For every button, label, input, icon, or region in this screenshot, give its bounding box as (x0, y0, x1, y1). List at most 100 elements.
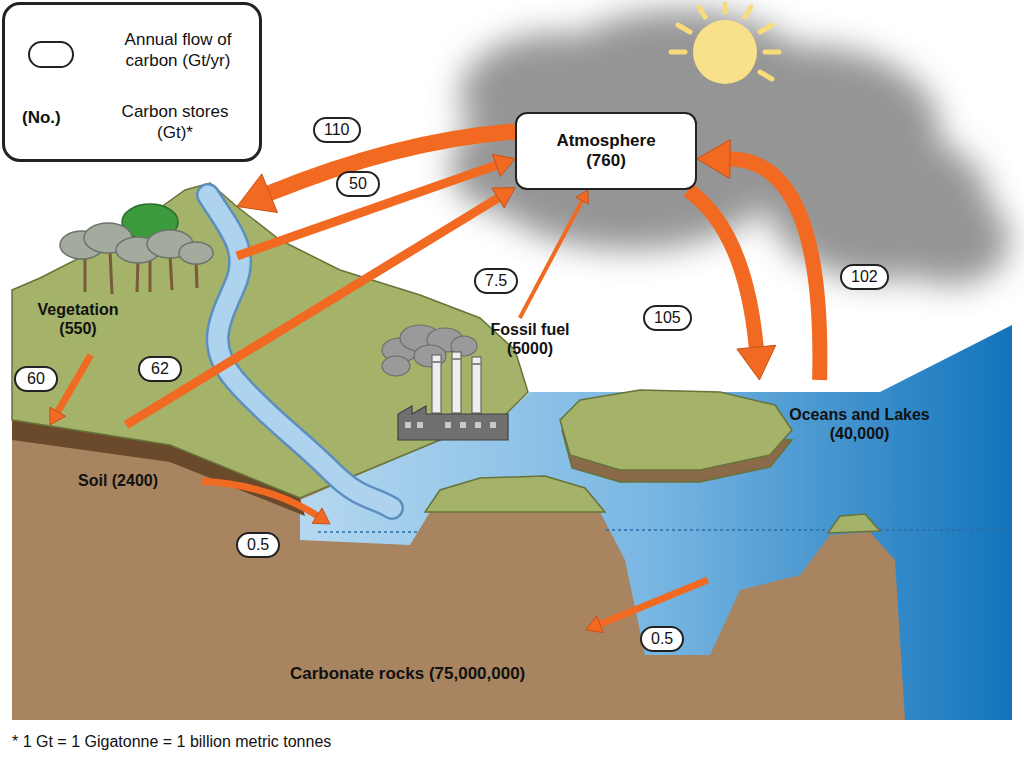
power-plant (382, 325, 508, 440)
legend-box: Annual flow of carbon (Gt/yr) Carbon stor… (2, 2, 262, 162)
flow-arrow (237, 154, 515, 256)
flow-arrow (50, 355, 91, 425)
arrow-shaft (237, 165, 496, 256)
flow-pill-sample (29, 42, 73, 67)
arrow-shaft (600, 580, 708, 624)
islands-part (425, 476, 605, 512)
river-part (208, 195, 392, 508)
power-plant-part-part (445, 422, 451, 428)
sun-part (760, 72, 772, 79)
power-plant-part-part (432, 355, 441, 413)
cloud-part (890, 195, 1010, 285)
footnote: * 1 Gt = 1 Gigatonne = 1 billion metric … (12, 733, 331, 751)
store-label: Fossil fuel (5000) (477, 320, 583, 358)
flow-arrow (202, 481, 330, 524)
power-plant-part-part (460, 422, 466, 428)
arrow-head (586, 616, 604, 633)
power-plant-part-part (452, 358, 461, 360)
legend-sample (27, 39, 77, 71)
river-part (208, 195, 392, 508)
sun-part (693, 20, 757, 84)
arrow-shaft (688, 190, 756, 347)
arrow-head (737, 345, 776, 380)
arrow-shaft (58, 355, 91, 412)
arrow-shaft (730, 159, 820, 380)
flow-value: 62 (138, 356, 182, 382)
power-plant-part-part (382, 356, 410, 376)
power-plant-part (405, 422, 496, 428)
sun-part (671, 50, 685, 55)
store-label: Carbonate rocks (75,000,000) (290, 664, 525, 684)
sun-part (760, 25, 772, 32)
store-label: Atmosphere (760) (541, 131, 671, 172)
power-plant-part-part (490, 422, 496, 428)
power-plant-part-part (432, 361, 441, 363)
islands-part (560, 390, 792, 470)
power-plant-part (432, 359, 481, 364)
power-plant-part-part (472, 363, 481, 365)
fossil-fuel-store: Fossil fuel (5000) (475, 318, 587, 364)
water-surface-part (880, 529, 1010, 531)
legend-symbol-text: (No.) (22, 108, 61, 128)
arrow-head (492, 154, 515, 176)
power-plant-part-part (472, 357, 481, 413)
flow-value: 105 (643, 305, 692, 331)
arrow-head (492, 188, 515, 208)
trees-part-part (84, 255, 87, 292)
arrow-head (576, 190, 588, 204)
trees-part-part (110, 250, 112, 294)
river (208, 195, 392, 508)
arrow-head (312, 508, 330, 524)
power-plant-part-part (475, 422, 481, 428)
arrow-shaft (520, 201, 582, 318)
flow-arrow (586, 580, 708, 633)
trees-part-part (179, 242, 213, 264)
flow-value: 102 (840, 264, 889, 290)
flow-arrow (126, 188, 515, 425)
flow-value: 7.5 (474, 268, 518, 294)
arrow-shaft (126, 198, 498, 425)
flow-arrow (688, 190, 776, 380)
legend-text: Annual flow of carbon (Gt/yr) (103, 29, 253, 72)
sun-part (765, 50, 779, 55)
arrow-head (697, 140, 730, 179)
store-label: Oceans and Lakes (40,000) (777, 405, 942, 443)
sun-part (745, 7, 751, 17)
sun-part (723, 4, 728, 12)
trees-part-part (170, 254, 172, 290)
arrow-shaft (202, 481, 317, 515)
sun-part (699, 7, 705, 17)
arrow-head (50, 407, 66, 425)
store-label: Soil (2400) (78, 471, 158, 490)
sun-part (678, 25, 690, 32)
islands-part (828, 514, 880, 533)
trees (60, 204, 213, 294)
power-plant-part (382, 325, 477, 376)
soil-store: Soil (2400) (12, 425, 202, 500)
carbonate-rock-store: Carbonate rocks (75,000,000) (285, 630, 595, 690)
ocean-store: Oceans and Lakes (40,000) (330, 380, 970, 580)
flow-value: 0.5 (640, 626, 684, 652)
power-plant-part-part (405, 422, 411, 428)
flow-value: 50 (336, 171, 380, 197)
flow-arrow (520, 190, 589, 318)
flow-value: 60 (14, 366, 58, 392)
power-plant-part (432, 352, 481, 413)
trees-part (60, 223, 213, 264)
store-label: Vegetation (550) (22, 300, 134, 338)
vegetation-store: Vegetation (550) (12, 190, 237, 355)
power-plant-part (398, 406, 508, 440)
flow-value: 110 (313, 117, 361, 143)
land (12, 183, 528, 498)
arrow-head (237, 174, 277, 213)
arrow-shaft (270, 132, 515, 194)
water-surface-part (318, 531, 420, 533)
water-surface-part (606, 529, 828, 531)
water-surface (318, 530, 1010, 532)
power-plant-part-part (452, 352, 461, 413)
power-plant-part-part (417, 422, 423, 428)
legend-text: Carbon stores (Gt)* (105, 101, 245, 144)
flow-value: 0.5 (236, 532, 280, 558)
atmosphere-box: Atmosphere (760) (515, 112, 697, 190)
flow-arrow (697, 140, 820, 380)
